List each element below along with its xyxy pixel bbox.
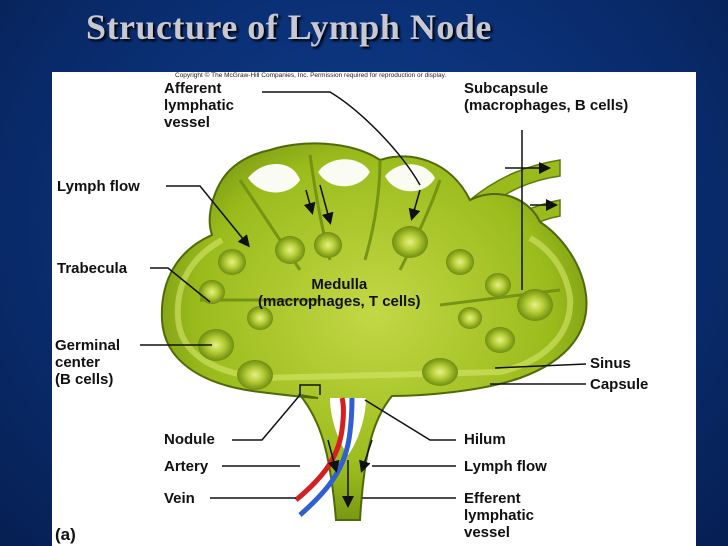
slide-title: Structure of Lymph Node xyxy=(86,7,492,47)
follicles xyxy=(198,226,553,390)
label-afferent-lymphatic-vessel: Afferent lymphatic vessel xyxy=(164,80,235,131)
panel-letter: (a) xyxy=(55,525,76,544)
label-germinal-center: Germinal center (B cells) xyxy=(55,337,121,388)
label-medulla: Medulla (macrophages, T cells) xyxy=(258,276,421,310)
label-lymph-flow-right: Lymph flow xyxy=(464,458,547,475)
leader-lines xyxy=(140,91,587,499)
sinus-opening-3 xyxy=(385,164,435,192)
label-trabecula: Trabecula xyxy=(57,260,128,277)
label-sinus: Sinus xyxy=(590,355,631,372)
vein-vessel xyxy=(298,397,355,517)
label-lymph-flow-left: Lymph flow xyxy=(57,178,140,195)
label-subcapsule: Subcapsule (macrophages, B cells) xyxy=(464,80,629,114)
sinus-opening-1 xyxy=(248,164,300,193)
lymph-node-capsule xyxy=(160,142,588,521)
lymph-flow-arrows xyxy=(303,162,558,508)
label-nodule: Nodule xyxy=(164,431,215,448)
sinus-opening-2 xyxy=(318,159,370,187)
label-vein: Vein xyxy=(164,490,195,507)
copyright-notice: Copyright © The McGraw-Hill Companies, I… xyxy=(175,72,447,79)
hilum-cavity xyxy=(330,398,366,455)
artery-vessel xyxy=(294,397,346,502)
label-hilum: Hilum xyxy=(464,431,506,448)
label-artery: Artery xyxy=(164,458,209,475)
label-capsule: Capsule xyxy=(590,376,649,393)
label-efferent-lymphatic-vessel: Efferent lymphatic vessel xyxy=(464,490,535,541)
